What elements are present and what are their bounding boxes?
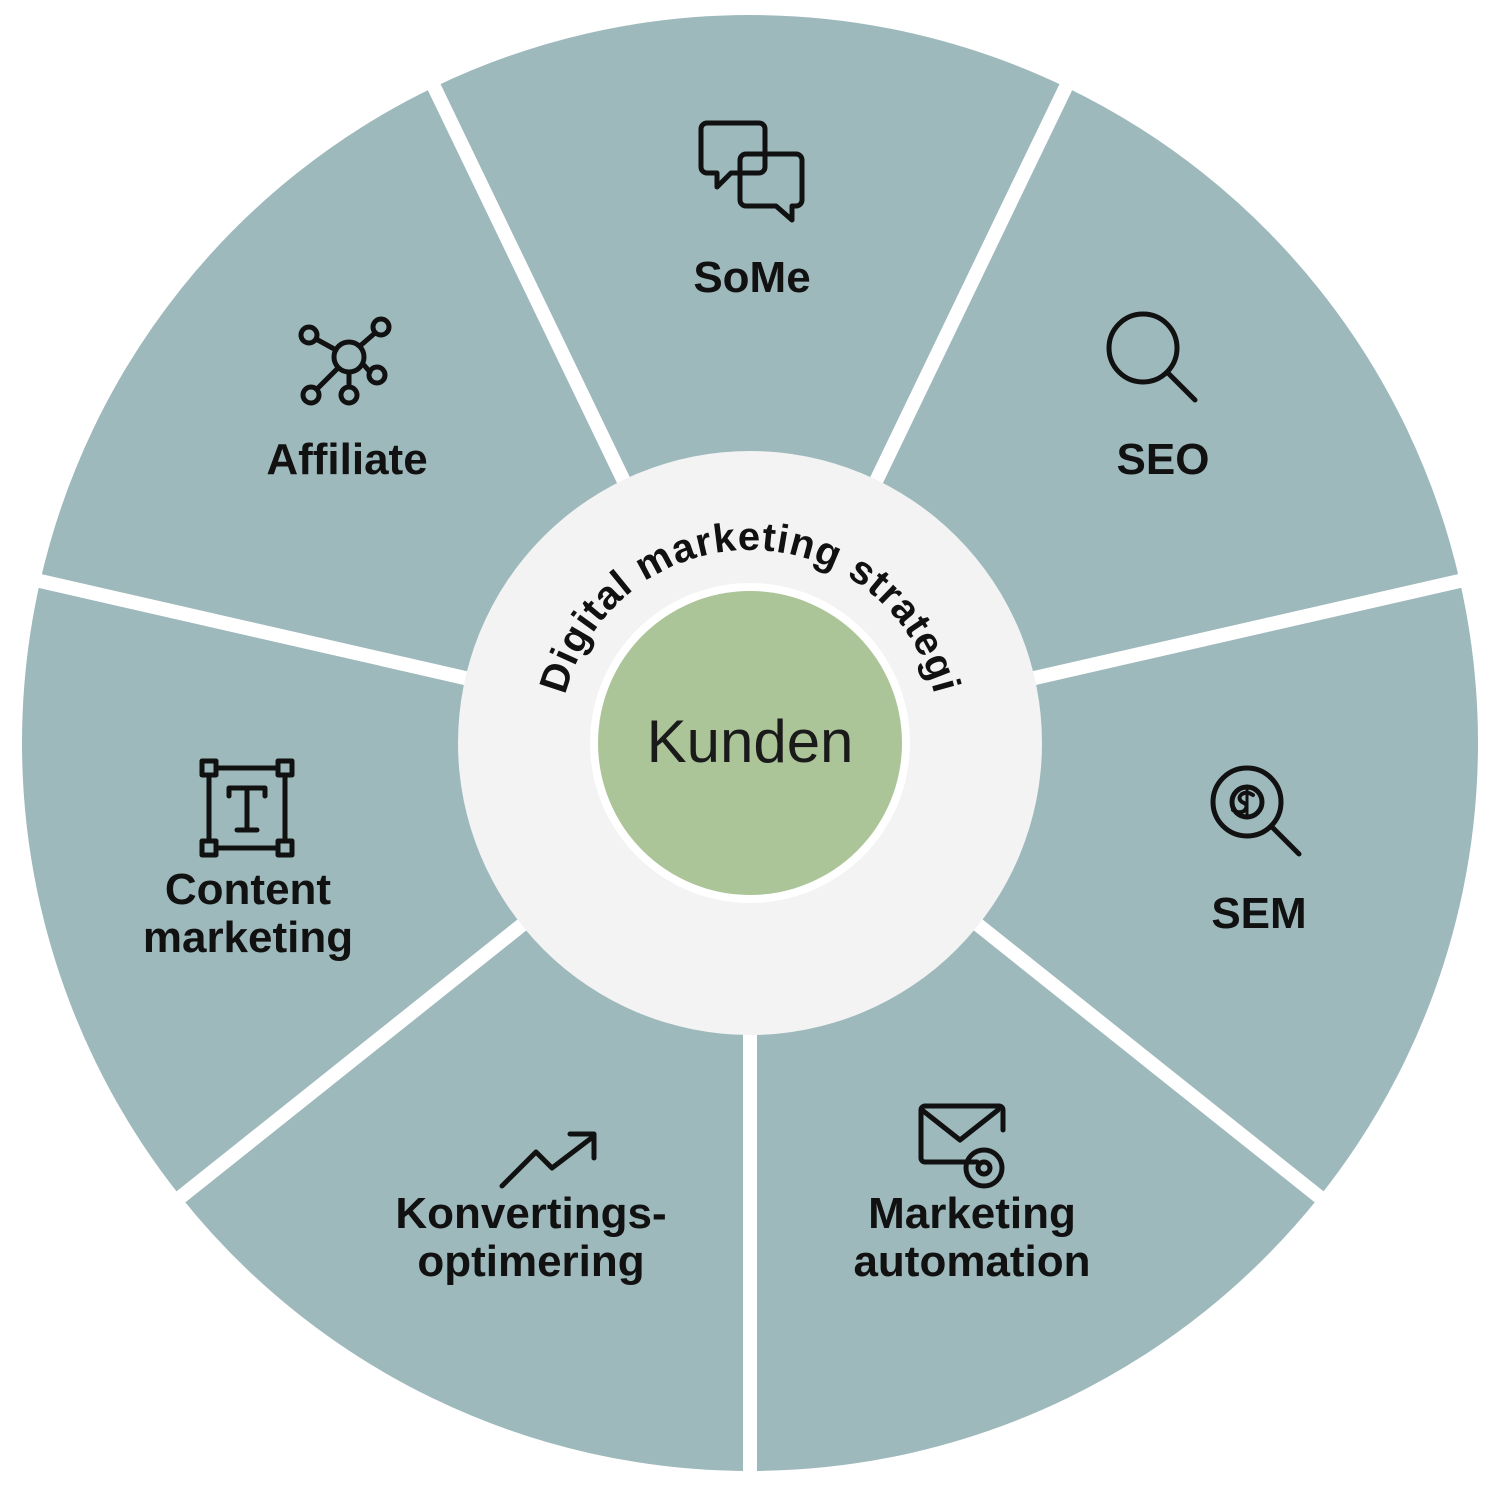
segment-label-1: SEO	[1117, 435, 1210, 484]
mail-gear-icon	[918, 1103, 1006, 1189]
segment-label-line: Marketing	[868, 1189, 1076, 1238]
segment-label-line: SEO	[1117, 435, 1210, 484]
center-label: Kunden	[647, 708, 854, 775]
segments-group	[8, 1, 1492, 1485]
network-icon	[298, 316, 392, 406]
segment-label-line: SoMe	[693, 253, 810, 302]
segment-label-line: Affiliate	[266, 435, 427, 484]
segment-label-line: marketing	[143, 913, 353, 962]
segment-label-4: Konvertings-optimering	[395, 1189, 666, 1286]
segment-label-line: Content	[165, 865, 332, 914]
segment-label-line: Konvertings-	[395, 1189, 666, 1238]
dollar-search-icon	[1210, 765, 1302, 857]
segment-label-2: SEM	[1211, 889, 1306, 938]
segment-label-0: SoMe	[693, 253, 810, 302]
text-frame-icon	[199, 758, 295, 858]
segment-label-line: optimering	[417, 1237, 644, 1286]
search-icon	[1106, 311, 1198, 403]
center-circle	[598, 591, 902, 895]
segment-icons-group	[199, 120, 1302, 1189]
segment-label-line: automation	[853, 1237, 1090, 1286]
trend-up-icon	[499, 1131, 597, 1189]
chat-bubbles-icon	[698, 120, 805, 223]
segment-label-6: Affiliate	[266, 435, 427, 484]
segment-label-line: SEM	[1211, 889, 1306, 938]
